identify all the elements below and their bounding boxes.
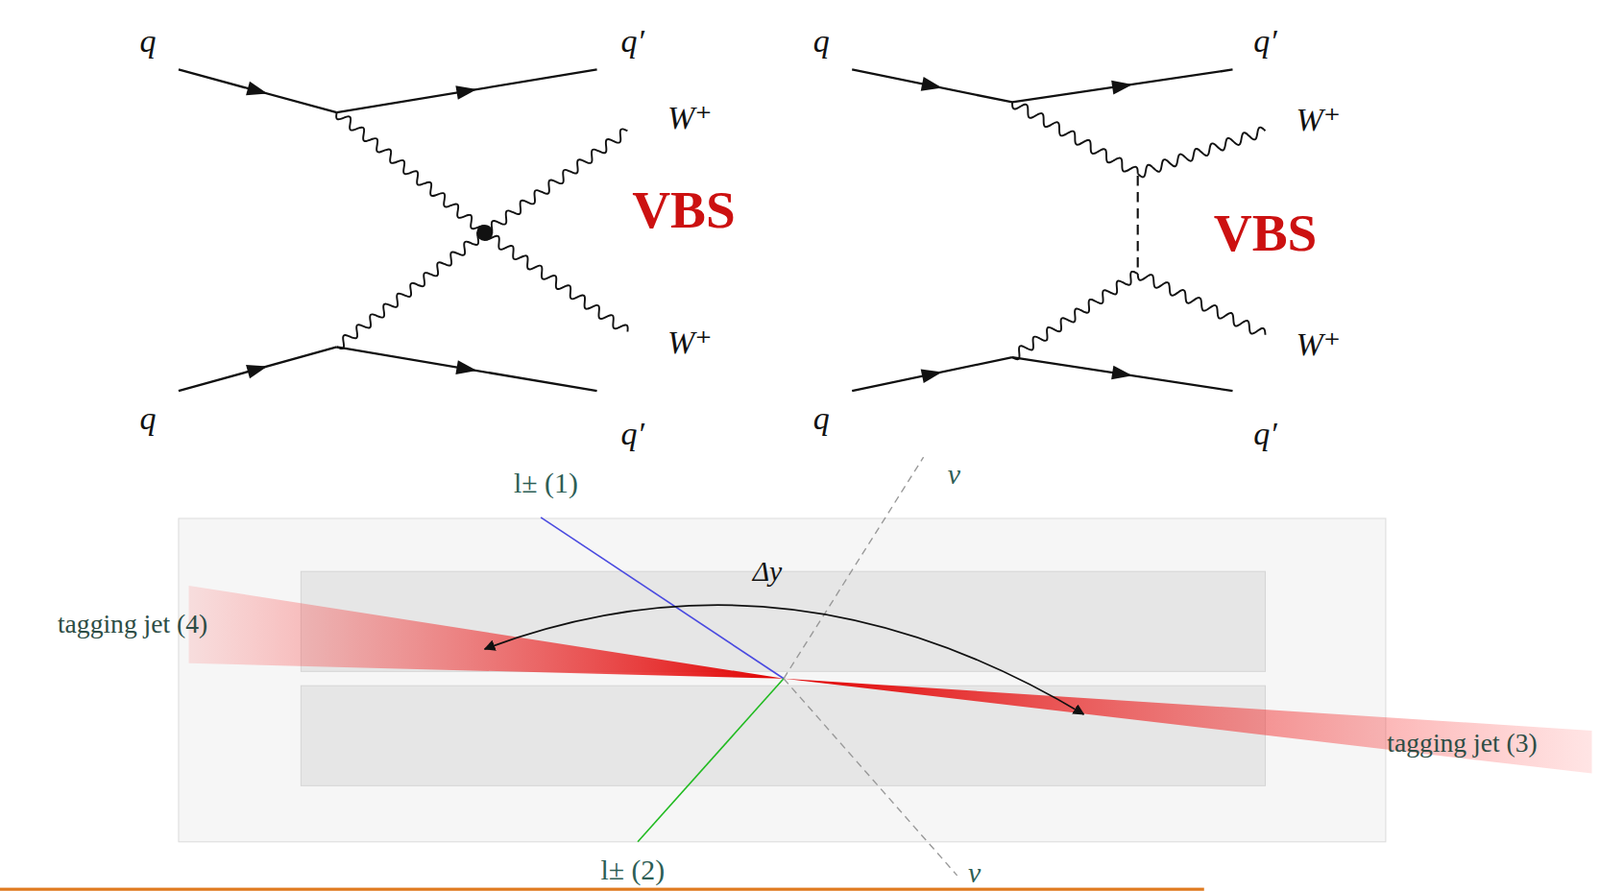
boson-label: W⁺	[667, 326, 712, 360]
higgs-line	[1137, 175, 1140, 272]
quark-label: q′	[621, 417, 645, 451]
boson-line	[1138, 127, 1266, 178]
process-label: VBS	[631, 183, 735, 237]
quark-label: q	[140, 24, 157, 58]
fermion-line	[1012, 69, 1234, 102]
fermion-line	[851, 69, 1013, 102]
fermion-line	[1012, 357, 1234, 391]
quark-label: q	[140, 402, 157, 436]
fermion-line	[178, 69, 338, 113]
boson-label: W⁺	[667, 101, 712, 135]
lepton-track	[637, 678, 784, 843]
fermion-line	[851, 357, 1013, 391]
boson-line	[1012, 271, 1139, 360]
quark-label: q	[813, 402, 830, 436]
fermion-arrow	[921, 76, 943, 92]
quartic-vertex	[476, 224, 493, 242]
fermion-arrow	[245, 364, 267, 379]
fermion-arrow	[245, 81, 267, 96]
fermion-line	[337, 69, 598, 113]
neutrino-track	[783, 457, 924, 679]
neutrino-label: ν	[947, 460, 961, 489]
fermion-arrow	[1111, 80, 1133, 96]
rapidity-arrow	[484, 605, 1085, 715]
boson-label: W⁺	[1296, 103, 1341, 137]
fermion-arrow	[921, 369, 943, 385]
neutrino-track	[783, 678, 958, 876]
detector-outer	[178, 518, 1386, 843]
jet-cone	[189, 585, 784, 679]
boson-line	[484, 128, 629, 235]
boson-line	[337, 231, 485, 349]
boson-label: W⁺	[1296, 328, 1341, 362]
jet-label: tagging jet (3)	[1386, 729, 1537, 757]
boson-line	[484, 232, 628, 332]
fermion-line	[178, 346, 338, 391]
quark-label: q′	[1253, 24, 1277, 58]
fermion-arrow	[455, 360, 477, 375]
quark-label: q′	[1253, 417, 1277, 451]
fermion-line	[337, 346, 598, 391]
boson-line	[1138, 273, 1266, 336]
jet-label: tagging jet (4)	[57, 610, 208, 638]
fermion-arrow	[1111, 365, 1133, 381]
fermion-arrow	[455, 85, 477, 100]
footer-rule	[0, 888, 1205, 891]
lepton-track	[540, 517, 784, 679]
quark-label: q′	[621, 24, 645, 58]
neutrino-label: ν	[968, 858, 981, 888]
boson-line	[336, 112, 485, 233]
lepton-label: l± (2)	[600, 855, 665, 885]
lepton-label: l± (1)	[513, 468, 579, 498]
boson-line	[1012, 101, 1139, 173]
rapidity-label: Δy	[752, 557, 783, 586]
jet-cone	[783, 678, 1593, 775]
quark-label: q	[813, 24, 830, 58]
process-label: VBS	[1213, 206, 1317, 260]
